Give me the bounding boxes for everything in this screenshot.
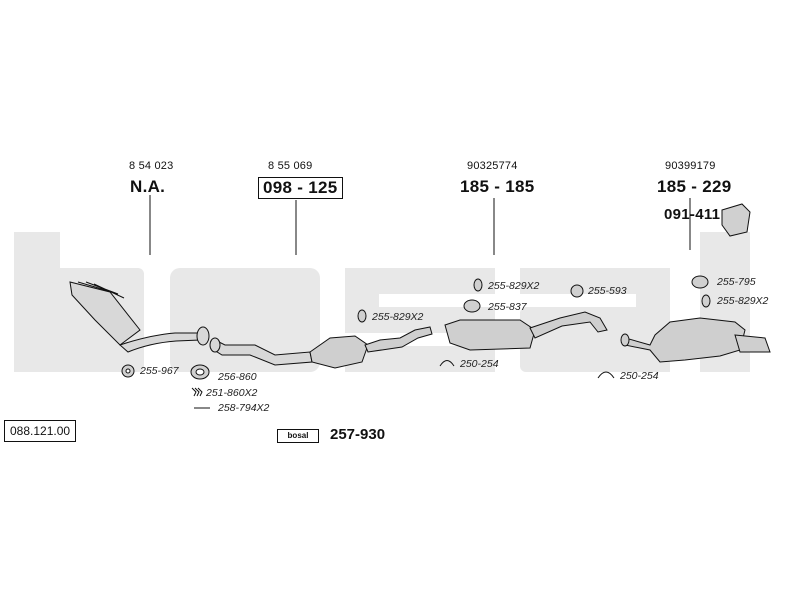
part-ref: 255-967 (140, 365, 179, 377)
part-ref: 250-254 (460, 358, 499, 370)
accessory-part-number: 091-411 (664, 206, 721, 223)
oe-number-3: 90325774 (467, 160, 518, 172)
oe-number-1: 8 54 023 (129, 160, 174, 172)
exhaust-manifold-drawing (69, 281, 210, 353)
catalytic-converter-drawing (309, 326, 433, 369)
part-ref: 251-860X2 (206, 387, 258, 399)
rear-silencer-drawing (620, 317, 771, 363)
watermark-logo (14, 232, 750, 372)
oe-number-4: 90399179 (665, 160, 716, 172)
leader-lines (149, 195, 691, 255)
part-number-1: N.A. (130, 177, 166, 196)
part-ref: 255-593 (588, 285, 627, 297)
part-ref: 255-829X2 (717, 295, 769, 307)
part-ref: 255-829X2 (488, 280, 540, 292)
part-number-2: 098 - 125 (258, 177, 343, 199)
part-ref: 256-860 (218, 371, 257, 383)
oe-number-2: 8 55 069 (268, 160, 313, 172)
part-ref: 255-829X2 (372, 311, 424, 323)
small-part-icons (121, 203, 751, 409)
part-ref: 250-254 (620, 370, 659, 382)
part-ref: 258-794X2 (218, 402, 270, 414)
bosal-logo-tag: bosal (277, 429, 319, 443)
diagram-id-label: 088.121.00 (4, 420, 77, 442)
part-ref: 255-795 (717, 276, 756, 288)
part-number-3: 185 - 185 (460, 177, 535, 196)
part-ref: 255-837 (488, 301, 527, 313)
part-number-4: 185 - 229 (657, 177, 732, 196)
middle-silencer-drawing (444, 311, 608, 351)
mounting-kit-number: 257-930 (330, 426, 386, 443)
